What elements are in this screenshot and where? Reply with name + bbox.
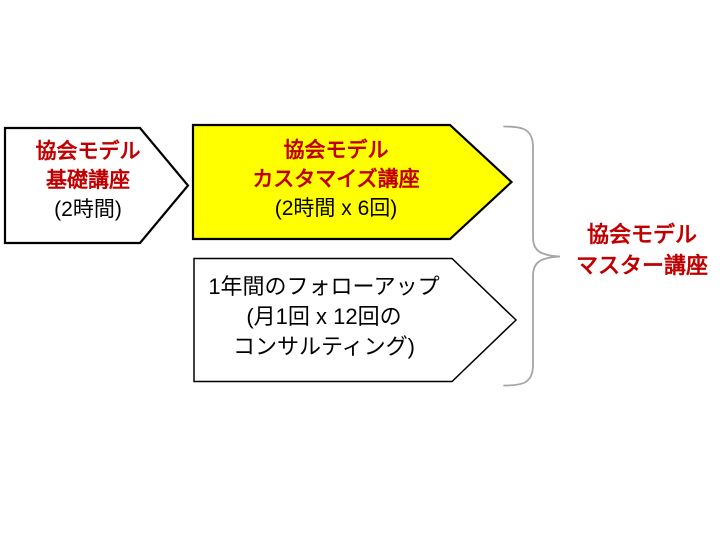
followup-line1: 1年間のフォローアップ <box>208 274 440 299</box>
basic-course-label: 協会モデル 基礎講座 (2時間) <box>0 137 176 224</box>
basic-course-title-line2: 基礎講座 <box>46 169 130 192</box>
customize-course-title-line2: カスタマイズ講座 <box>252 168 420 191</box>
curly-brace-icon <box>503 125 561 387</box>
customize-course-arrow-shape <box>191 123 514 241</box>
customize-course-subtitle: (2時間 x 6回) <box>274 197 398 220</box>
customize-course-label: 協会モデル カスタマイズ講座 (2時間 x 6回) <box>195 136 477 223</box>
basic-course-arrow-shape <box>3 126 190 245</box>
followup-arrow-shape <box>193 257 518 383</box>
followup-line3: コンサルティング) <box>232 334 415 359</box>
master-course-label-line1: 協会モデル <box>586 222 697 247</box>
basic-course-title-line1: 協会モデル <box>35 140 141 163</box>
followup-line2: (月1回 x 12回の <box>246 304 402 329</box>
followup-label: 1年間のフォローアップ (月1回 x 12回の コンサルティング) <box>196 272 452 362</box>
master-course-label-line2: マスター講座 <box>575 253 708 278</box>
master-course-label: 協会モデル マスター講座 <box>566 219 718 281</box>
basic-course-subtitle: (2時間) <box>54 198 122 221</box>
customize-course-title-line1: 協会モデル <box>283 139 389 162</box>
